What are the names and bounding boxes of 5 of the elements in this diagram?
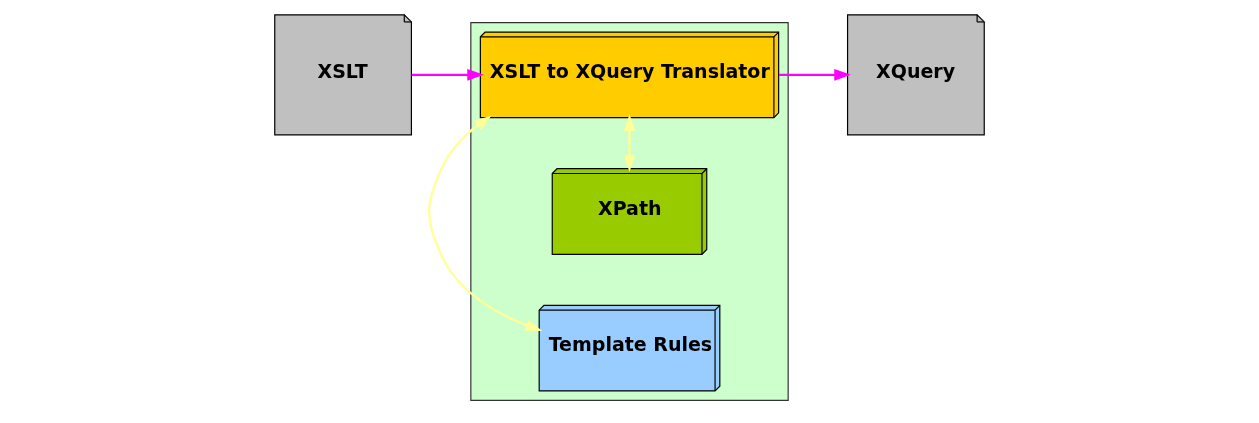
arrow — [411, 69, 484, 81]
arrow — [778, 69, 851, 81]
cluster — [470, 21, 789, 402]
arrow — [428, 115, 543, 332]
arrow — [623, 114, 636, 172]
